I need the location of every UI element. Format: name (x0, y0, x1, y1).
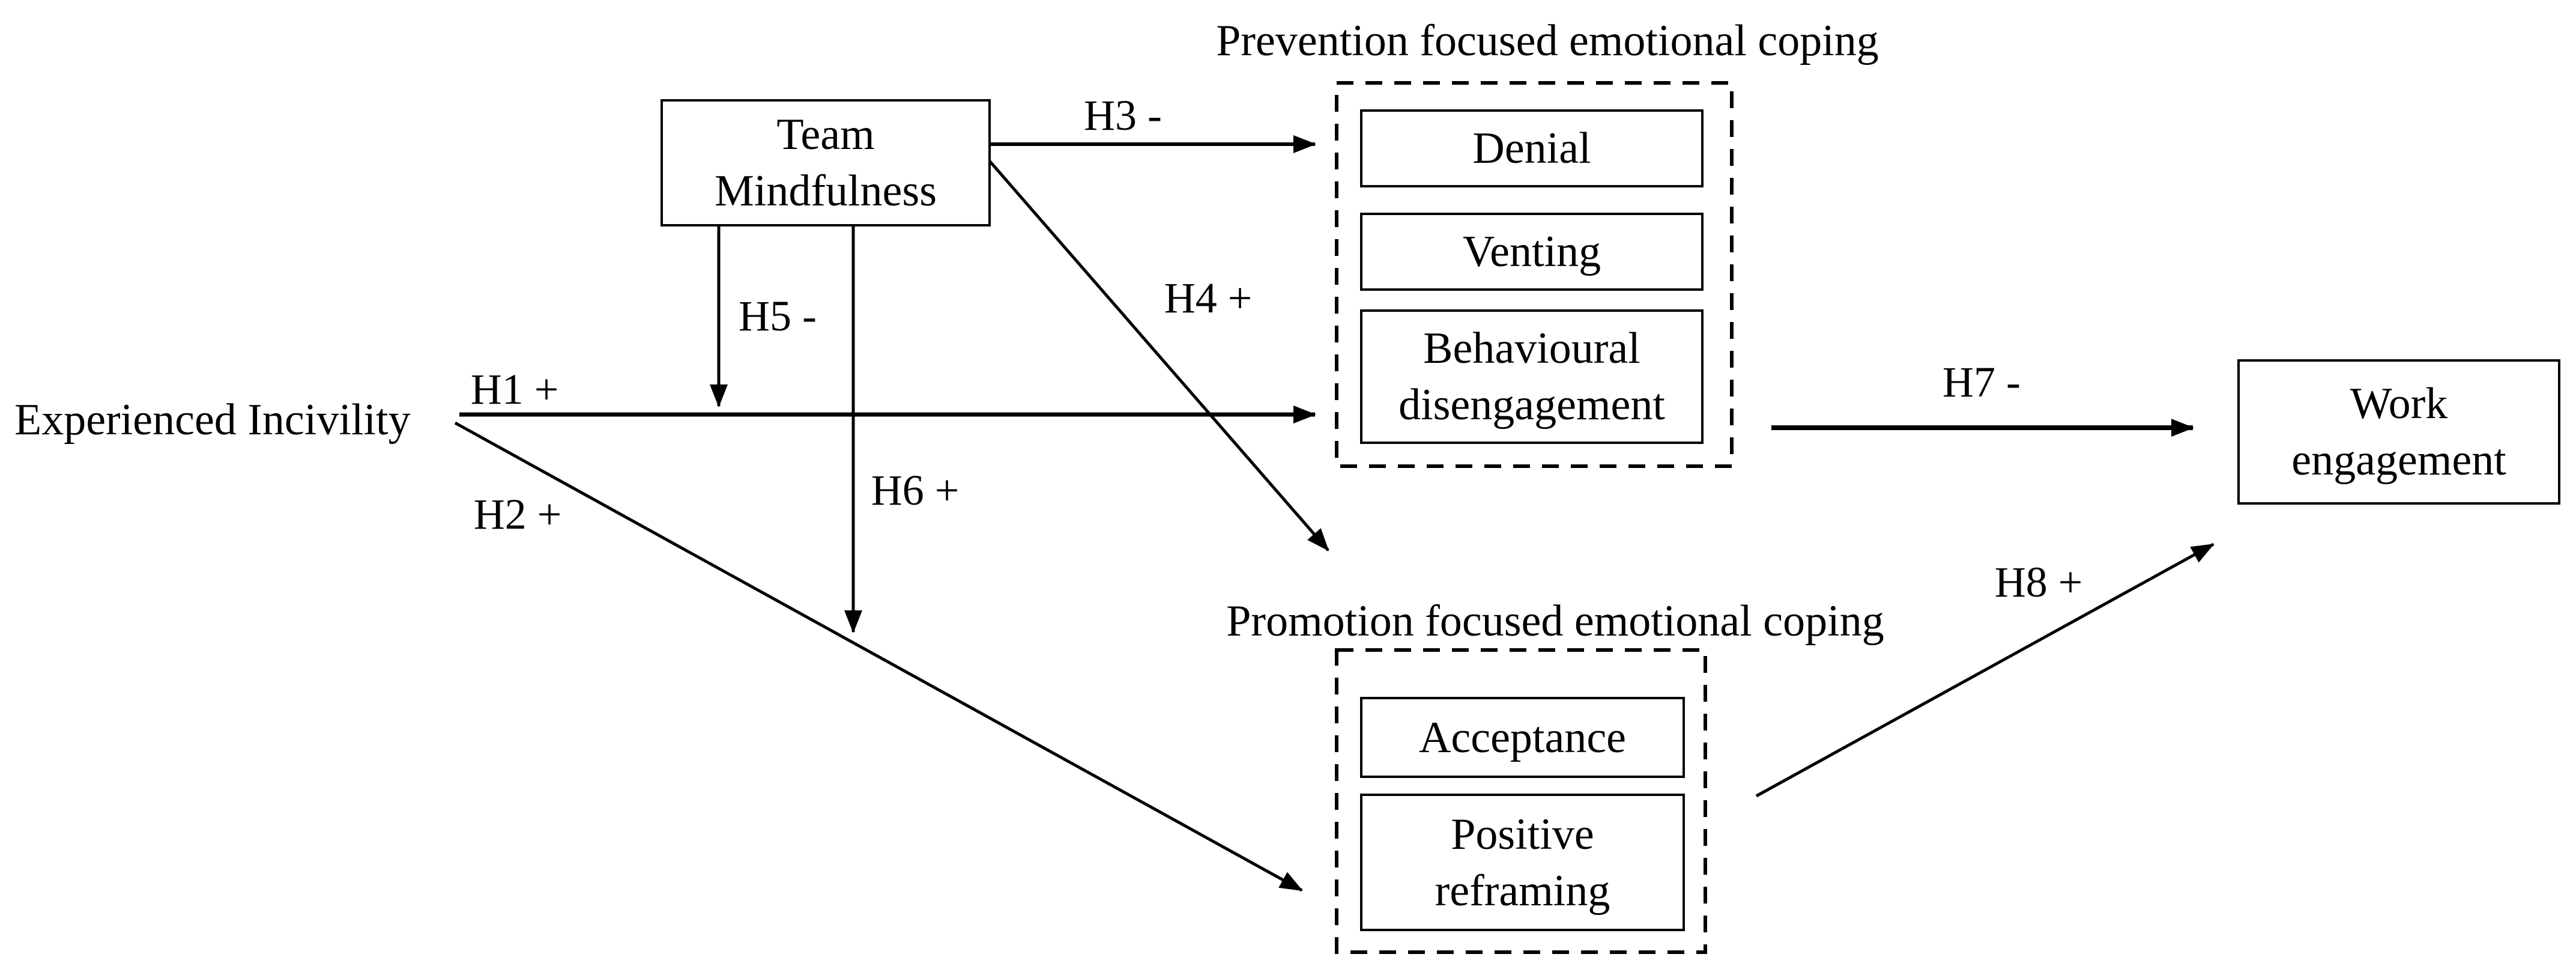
venting-label: Venting (1462, 227, 1601, 276)
behavioural-disengagement-label: Behavioural disengagement (1398, 324, 1665, 430)
venting-box: Venting (1360, 213, 1704, 291)
h2-arrow (454, 421, 1303, 892)
h4-label: H4 + (1164, 274, 1253, 322)
h4-arrow (988, 160, 1329, 551)
h8-label: H8 + (1994, 558, 2083, 606)
work-engagement-label: Work engagement (2291, 379, 2506, 485)
team-mindfulness-box: Team Mindfulness (661, 99, 991, 226)
h8-arrow (1755, 542, 2215, 798)
work-engagement-box: Work engagement (2237, 359, 2560, 505)
h7-label: H7 - (1943, 358, 2021, 406)
acceptance-label: Acceptance (1418, 712, 1627, 762)
positive-reframing-box: Positive reframing (1360, 794, 1685, 931)
team-mindfulness-label: Team Mindfulness (715, 110, 937, 216)
denial-label: Denial (1472, 124, 1591, 173)
h3-label: H3 - (1084, 91, 1162, 139)
denial-box: Denial (1360, 109, 1704, 187)
prevention-group-title: Prevention focused emotional coping (1216, 16, 1879, 65)
positive-reframing-label: Positive reframing (1435, 809, 1610, 916)
h1-label: H1 + (470, 365, 559, 413)
h5-label: H5 - (739, 292, 817, 340)
h6-label: H6 + (871, 466, 960, 514)
prevention-group-outline (1335, 81, 1734, 468)
behavioural-disengagement-box: Behavioural disengagement (1360, 309, 1704, 444)
acceptance-box: Acceptance (1360, 697, 1685, 778)
h2-label: H2 + (473, 490, 562, 538)
promotion-group-outline (1335, 648, 1707, 954)
promotion-group-title: Promotion focused emotional coping (1226, 597, 1884, 646)
experienced-incivility-node: Experienced Incivility (14, 395, 411, 445)
